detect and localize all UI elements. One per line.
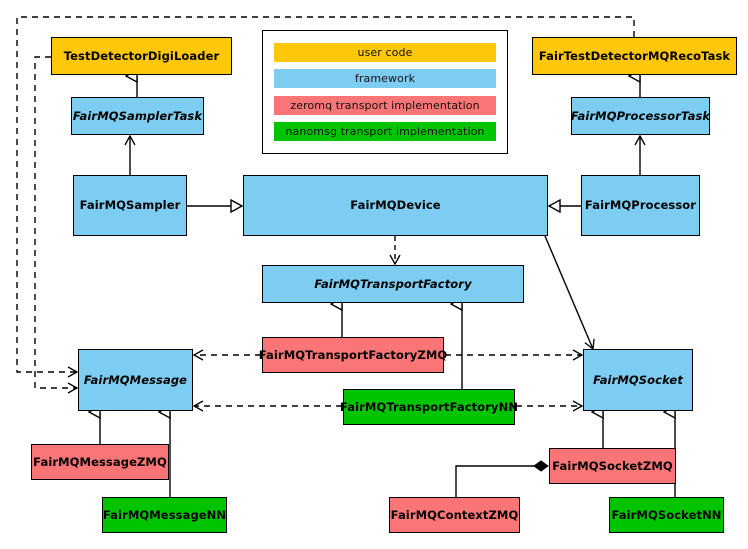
class-node-fairmqsocketnn[interactable]: FairMQSocketNN <box>609 497 724 533</box>
class-node-fairmqsocketzmq[interactable]: FairMQSocketZMQ <box>549 448 676 484</box>
class-node-fairmqmessage[interactable]: FairMQMessage <box>78 349 193 411</box>
class-node-fairmqsocket[interactable]: FairMQSocket <box>583 349 693 411</box>
class-node-fairmqprocessor[interactable]: FairMQProcessor <box>581 175 700 236</box>
class-node-fairmqdevice[interactable]: FairMQDevice <box>243 175 548 236</box>
legend-item-zeromq: zeromq transport implementation <box>274 95 496 115</box>
legend-item-label: user code <box>357 45 413 59</box>
class-node-fairmqmessagezmq[interactable]: FairMQMessageZMQ <box>31 444 169 480</box>
class-node-testdetectordigiloader[interactable]: TestDetectorDigiLoader <box>51 37 232 75</box>
legend-panel: user code framework zeromq transport imp… <box>262 30 508 154</box>
class-node-fairmqcontextzmq[interactable]: FairMQContextZMQ <box>389 497 520 533</box>
class-node-fairmqmessagenn[interactable]: FairMQMessageNN <box>102 497 227 533</box>
class-node-fairmqtransportfactoryzmq[interactable]: FairMQTransportFactoryZMQ <box>259 337 447 373</box>
class-node-fairmqsampler[interactable]: FairMQSampler <box>73 175 187 236</box>
class-node-fairmqprocessortask[interactable]: FairMQProcessorTask <box>571 97 710 135</box>
class-node-fairmqtransportfactory[interactable]: FairMQTransportFactory <box>262 265 524 303</box>
edge-contextzmq-to-socketzmq <box>455 460 549 497</box>
class-node-fairtestdetectormqrecotask[interactable]: FairTestDetectorMQRecoTask <box>532 37 737 75</box>
class-node-fairmqtransportfactorynn[interactable]: FairMQTransportFactoryNN <box>340 389 518 425</box>
class-node-fairmqsamplertask[interactable]: FairMQSamplerTask <box>71 97 204 135</box>
legend-item-label: framework <box>354 72 416 86</box>
legend-item-framework: framework <box>274 69 496 89</box>
legend-item-label: zeromq transport implementation <box>290 98 480 112</box>
edge-device-to-socket <box>544 235 595 351</box>
legend-item-label: nanomsg transport implementation <box>285 125 485 139</box>
legend-item-user-code: user code <box>274 42 496 62</box>
legend-item-nanomsg: nanomsg transport implementation <box>274 122 496 142</box>
